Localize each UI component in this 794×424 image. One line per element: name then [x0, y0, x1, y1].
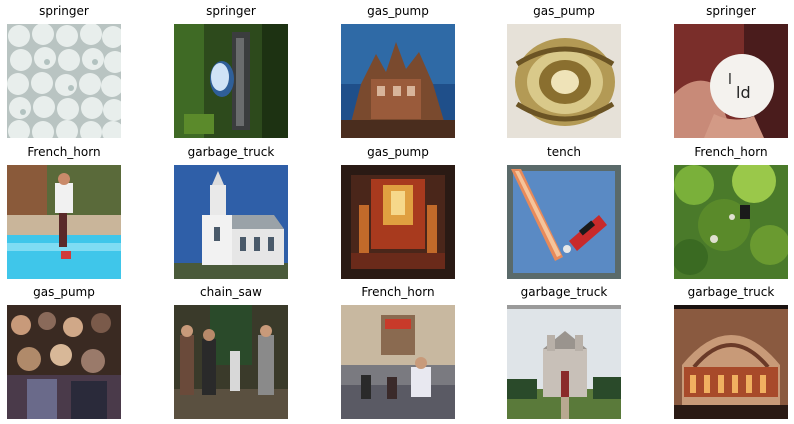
thumbnail-image [174, 165, 288, 279]
image-title: gas_pump [367, 4, 429, 18]
image-title: French_horn [27, 145, 101, 159]
image-title: springer [39, 4, 89, 18]
thumbnail-image [7, 305, 121, 419]
thumbnail-image [7, 165, 121, 279]
thumbnail-image [341, 305, 455, 419]
image-title: springer [706, 4, 756, 18]
thumbnail-image [341, 24, 455, 138]
thumbnail-image: l ld [674, 24, 788, 138]
image-title: garbage_truck [520, 285, 608, 299]
thumbnail-image [174, 24, 288, 138]
svg-text:ld: ld [736, 83, 751, 102]
image-title: garbage_truck [187, 145, 275, 159]
thumbnail-image [507, 305, 621, 419]
thumbnail-image [674, 305, 788, 419]
image-title: French_horn [361, 285, 435, 299]
thumbnail-image [674, 165, 788, 279]
thumbnail-image [507, 165, 621, 279]
image-title: chain_saw [200, 285, 262, 299]
thumbnail-image [174, 305, 288, 419]
thumbnail-image [341, 165, 455, 279]
image-title: springer [206, 4, 256, 18]
image-title: gas_pump [367, 145, 429, 159]
image-title: garbage_truck [687, 285, 775, 299]
thumbnail-image [507, 24, 621, 138]
image-title: gas_pump [33, 285, 95, 299]
image-title: gas_pump [533, 4, 595, 18]
image-title: French_horn [694, 145, 768, 159]
svg-text:l: l [728, 72, 732, 88]
thumbnail-image [7, 24, 121, 138]
image-title: tench [547, 145, 581, 159]
